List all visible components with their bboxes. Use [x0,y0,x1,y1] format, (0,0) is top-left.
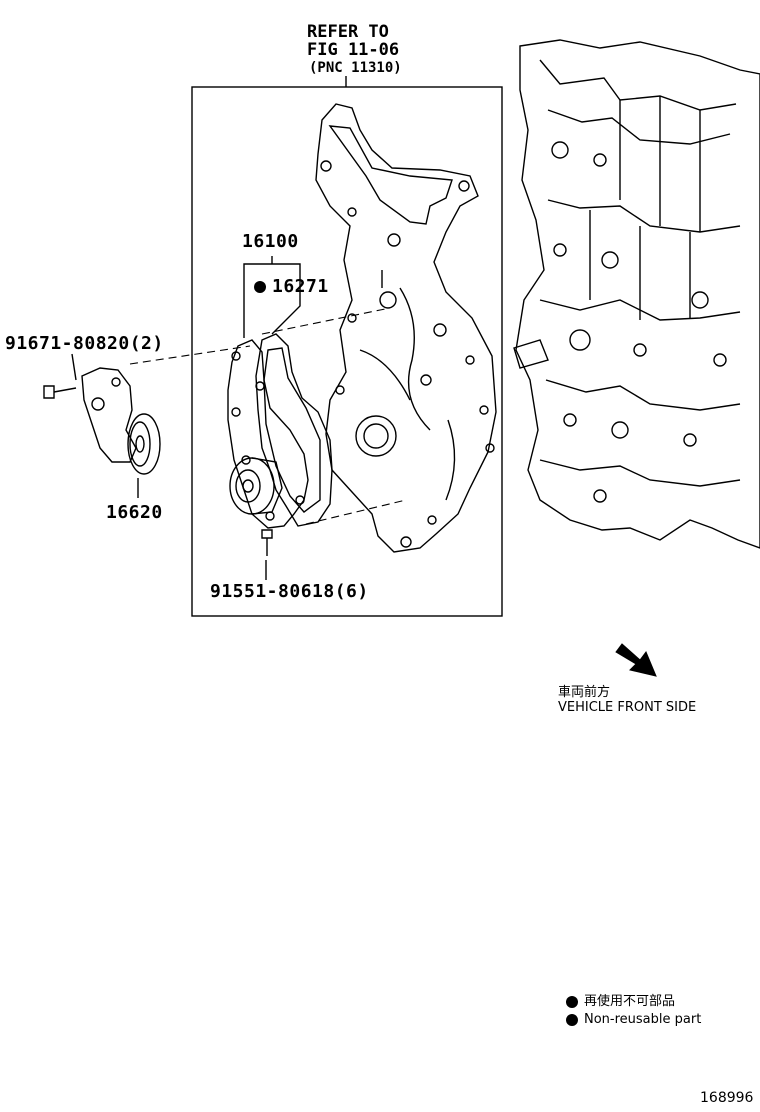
legend-jp-text: 再使用不可部品 [584,994,676,1009]
legend-dot-icon [566,1013,578,1026]
refer-to-label: REFER TO [307,22,389,42]
part-number-16620: 16620 [106,502,163,523]
part-number-16271: 16271 [254,276,329,297]
front-side-jp: 車両前方 [558,685,611,700]
front-arrow [615,643,657,677]
legend-en-text: Non-reusable part [584,1012,702,1027]
part-number-91671: 91671-80820(2) [5,333,164,354]
refer-fig-label: FIG 11-06 [307,40,400,60]
water-pump [227,339,309,529]
part-number-91551: 91551-80618(6) [210,581,369,602]
front-side-en: VEHICLE FRONT SIDE [558,700,697,715]
legend-en: Non-reusable part [566,1012,701,1027]
figure-id: 168996 [700,1090,754,1106]
legend-jp: 再使用不可部品 [566,990,675,1009]
legend-dot-icon [566,995,578,1008]
part-number-16271-text: 16271 [272,276,329,297]
pump-gasket [255,333,333,527]
part-number-16100: 16100 [242,231,299,252]
refer-frame [191,86,503,617]
non-reusable-mark-icon [254,281,266,293]
timing-cover [315,103,497,553]
refer-pnc-label: (PNC 11310) [309,60,402,76]
engine-block [515,39,760,549]
